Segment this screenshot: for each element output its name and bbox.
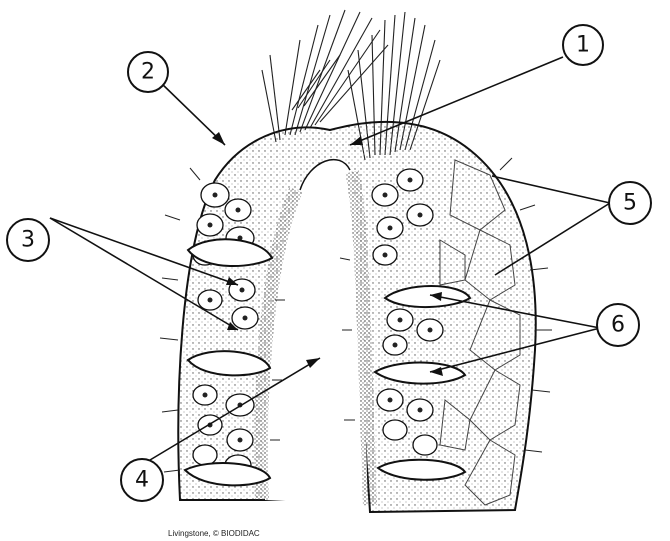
callout-6-label: 6	[611, 313, 625, 338]
callout-1: 1	[563, 25, 603, 65]
callout-1-label: 1	[576, 33, 590, 58]
callout-3: 3	[7, 219, 49, 261]
callout-5: 5	[609, 182, 651, 224]
credit-text: Livingstone, © BIODIDAC	[168, 529, 260, 538]
callout-4: 4	[121, 459, 163, 501]
callout-2: 2	[128, 52, 168, 92]
callout-5-label: 5	[623, 191, 637, 216]
callout-4-label: 4	[135, 468, 149, 493]
callout-6: 6	[597, 304, 639, 346]
callout-3-label: 3	[21, 228, 35, 253]
callout-2-label: 2	[141, 60, 155, 85]
